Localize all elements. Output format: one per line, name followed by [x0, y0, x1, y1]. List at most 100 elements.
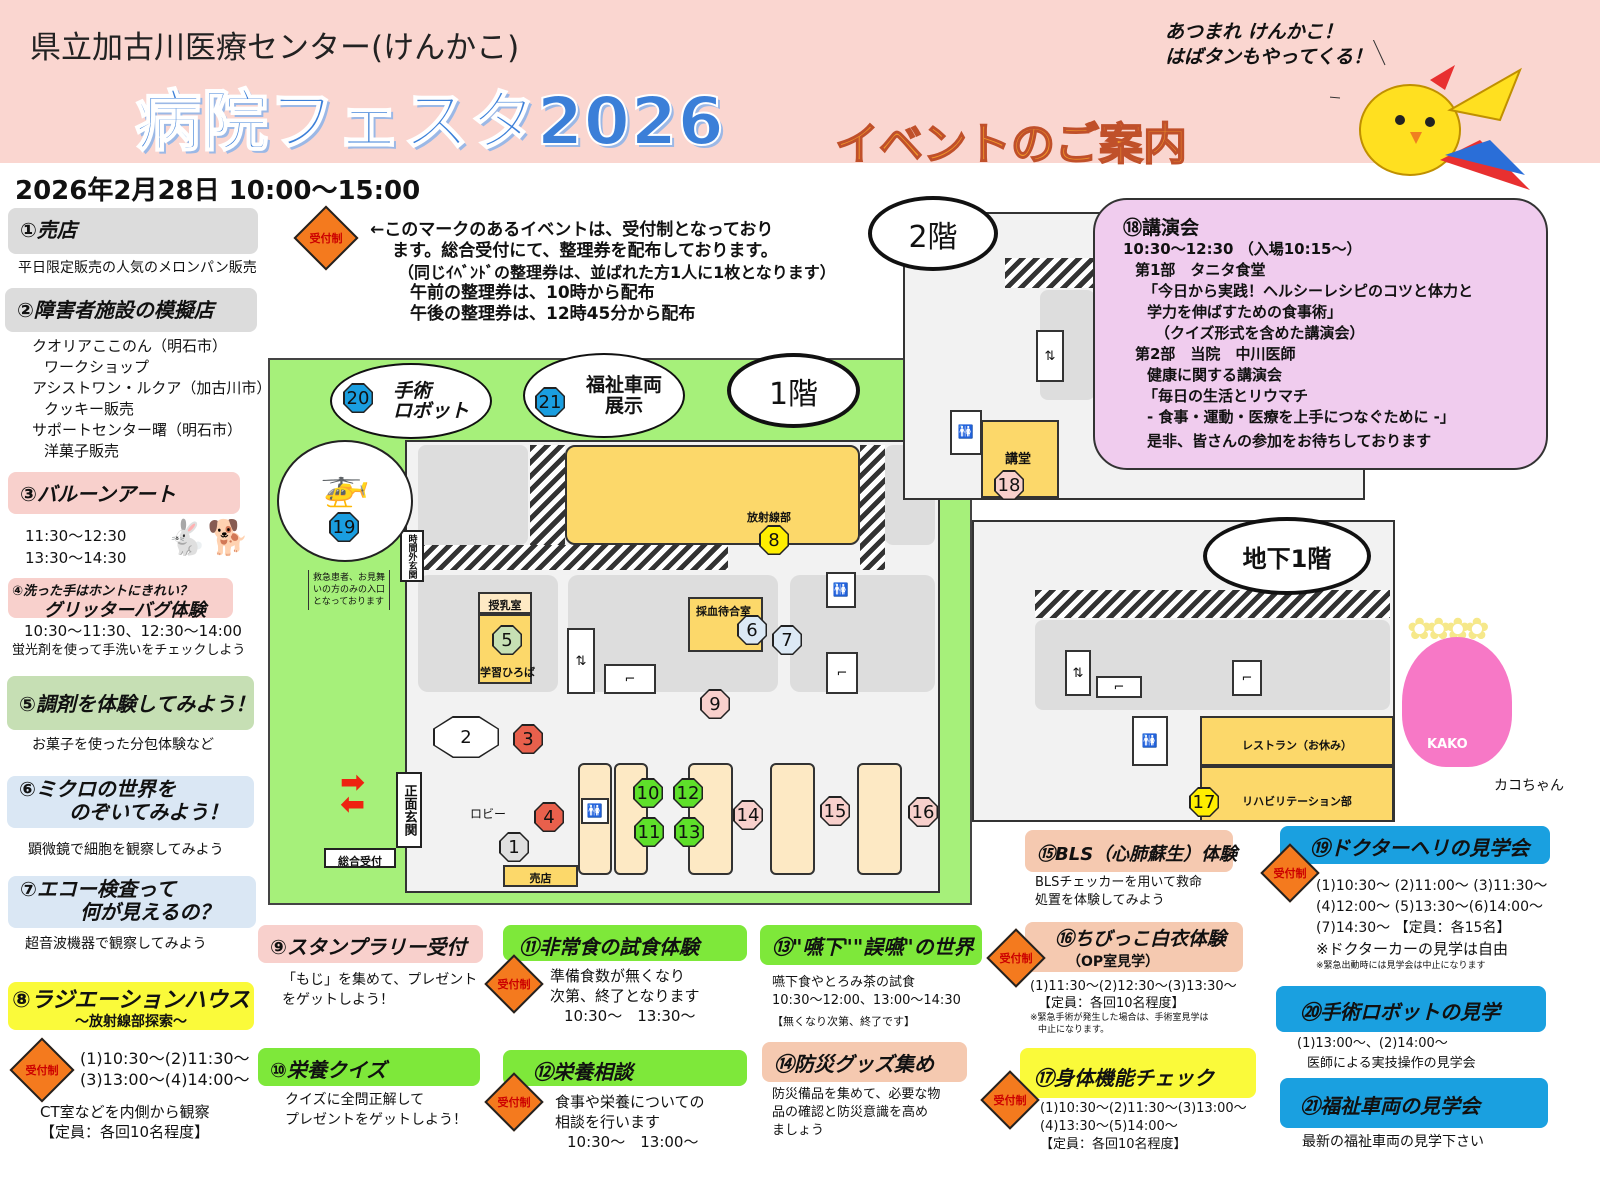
event-16-desc: (1)11:30〜(2)12:30〜(3)13:30〜【定員：各回10名程度】※…: [1030, 979, 1237, 1035]
mascot-name: カコちゃん: [1494, 778, 1564, 794]
map-marker-19: 19: [329, 512, 359, 542]
helicopter-icon: 🚁: [277, 440, 413, 562]
room-radiology: 放射線部: [565, 445, 860, 545]
event-10-desc: クイズに全問正解してプレゼントをゲットしよう！: [285, 1092, 467, 1128]
hatched-area: [1035, 590, 1390, 618]
event-date: 2026年2月28日 10:00〜15:00: [15, 176, 421, 206]
event-10-title: ⑩栄養クイズ: [258, 1048, 480, 1086]
event-17-title: ⑰身体機能チェック: [1020, 1048, 1256, 1098]
event-19-title: ⑲ドクターヘリの見学会: [1280, 826, 1550, 864]
map-marker-2: 2: [433, 716, 499, 758]
stairs-icon: ⌐: [1096, 676, 1142, 698]
stairs-icon: ⌐: [604, 664, 656, 694]
event-18-panel: ⑱講演会 10:30〜12:30 （入場10:15〜）第1部 タニタ食堂「今日か…: [1093, 198, 1548, 470]
area-block: [1035, 620, 1390, 710]
event-21-title: ㉑福祉車両の見学会: [1280, 1078, 1548, 1128]
event-7-desc: 超音波機器で観察してみよう: [25, 936, 207, 952]
stairs-icon: ⌐: [1232, 660, 1262, 696]
room-nursing: 授乳室: [478, 592, 532, 614]
event-15-desc: BLSチェッカーを用いて救命処置を体験してみよう: [1035, 875, 1203, 908]
map-marker-12: 12: [673, 778, 703, 808]
booth: [770, 763, 815, 875]
event-guide-heading: イベントのご案内: [834, 118, 1188, 171]
event-9-title: ⑨スタンプラリー受付: [258, 925, 483, 963]
restroom-icon: 🚻: [581, 798, 609, 824]
map-marker-20: 20: [343, 383, 373, 413]
event-20-title: ⑳手術ロボットの見学: [1276, 986, 1546, 1032]
room-restaurant: レストラン（お休み）: [1200, 716, 1394, 766]
restroom-icon: 🚻: [826, 572, 856, 608]
event-13-title: ⑬"嚥下""誤嚥"の世界: [760, 925, 982, 965]
main-entrance: 正面玄関: [396, 772, 422, 848]
event-12-title: ⑫栄養相談: [503, 1050, 747, 1086]
event-1-desc: 平日限定販売の人気のメロンパン販売: [18, 260, 257, 276]
bird-mascot-icon: [1330, 40, 1530, 190]
reception-mark-icon: 受付制: [486, 956, 542, 1012]
map-marker-6: 6: [737, 615, 767, 645]
booth: [857, 763, 902, 875]
event-6-desc: 顕微鏡で細胞を観察してみよう: [28, 842, 224, 858]
map-marker-8: 8: [759, 525, 789, 555]
event-1-title: ①売店: [8, 208, 258, 254]
reception-notice: ←このマークのあるイベントは、受付制となっております。総合受付にて、整理券を配布…: [370, 220, 836, 324]
general-reception: 総合受付: [324, 848, 396, 868]
room-shop: 売店: [503, 865, 578, 887]
event-5-desc: お菓子を使った分包体験など: [32, 737, 214, 753]
hatched-area: [530, 445, 565, 545]
hatched-area: [860, 445, 885, 570]
map-marker-14: 14: [733, 800, 763, 830]
header-band: [0, 0, 1600, 163]
kako-mascot-icon: ✿✿✿✿ KAKO: [1402, 612, 1522, 772]
map-marker-4: 4: [534, 802, 564, 832]
floor-label-1f: 1階: [727, 353, 860, 428]
map-marker-3: 3: [513, 724, 543, 754]
restroom-icon: 🚻: [950, 410, 982, 455]
map-marker-18: 18: [994, 470, 1024, 500]
event-8-title: ⑧ラジエーションハウス〜放射線部探索〜: [8, 982, 254, 1030]
event-15-title: ⑮BLS（心肺蘇生）体験: [1025, 830, 1237, 872]
map-marker-7: 7: [772, 625, 802, 655]
event-19-desc: (1)10:30〜 (2)11:00〜 (3)11:30〜(4)12:00〜 (…: [1316, 878, 1548, 971]
map-marker-15: 15: [820, 796, 850, 826]
page-title: 病院フェスタ2026: [134, 82, 725, 161]
event-8-desc: CT室などを内側から観察【定員：各回10名程度】: [40, 1103, 210, 1141]
event-20-desc: (1)13:00〜、(2)14:00〜医師による実技操作の見学会: [1297, 1036, 1476, 1071]
event-9-desc: 「もじ」を集めて、プレゼントをゲットしよう！: [282, 972, 478, 1008]
event-4-title: ④洗った手はホントにきれい？ グリッターバグ体験: [8, 578, 233, 621]
hatched-area: [1005, 258, 1095, 288]
event-7-title: ⑦エコー検査って何が見えるの？: [8, 876, 256, 928]
restroom-icon: 🚻: [1132, 716, 1168, 766]
elevator-icon: ⇅: [1036, 330, 1064, 382]
entrance-arrows-icon: ➡⬅: [340, 765, 366, 822]
hatched-area: [418, 545, 728, 570]
event-3-title: ③バルーンアート: [8, 472, 240, 514]
event-6-title: ⑥ミクロの世界をのぞいてみよう！: [7, 776, 254, 828]
event-8-times: (1)10:30〜(2)11:30〜(3)13:00〜(4)14:00〜: [80, 1049, 250, 1089]
balloon-animal-icon: 🐇🐕: [165, 518, 250, 558]
floor-label-b1: 地下1階: [1203, 517, 1371, 595]
map-marker-10: 10: [633, 778, 663, 808]
hospital-name: 県立加古川医療センター(けんかこ): [30, 30, 520, 66]
reception-mark-icon: 受付制: [988, 930, 1044, 986]
map-marker-16: 16: [908, 797, 938, 827]
map-marker-5: 5: [492, 625, 522, 655]
reception-mark-icon: 受付制: [1262, 845, 1318, 901]
event-5-title: ⑤調剤を体験してみよう！: [7, 676, 255, 730]
elevator-icon: ⇅: [1065, 650, 1091, 696]
mascot-speech: あつまれ けんかこ！はばタンもやってくる！: [1165, 21, 1373, 68]
lobby-label: ロビー: [470, 807, 507, 821]
map-marker-11: 11: [634, 817, 664, 847]
event-16-title: ⑯ちびっこ白衣体験（OP室見学）: [1025, 922, 1243, 972]
emergency-entrance-note: 救急患者、お見舞いの方のみの入口となっております: [308, 570, 391, 610]
map-marker-17: 17: [1189, 787, 1219, 817]
reception-mark-icon: 受付制: [486, 1074, 542, 1130]
event-11-title: ⑪非常食の試食体験: [503, 925, 747, 961]
event-17-desc: (1)10:30〜(2)11:30〜(3)13:00〜(4)13:30〜(5)1…: [1040, 1101, 1247, 1152]
event-21-desc: 最新の福祉車両の見学下さい: [1302, 1134, 1484, 1150]
map-marker-21: 21: [535, 387, 565, 417]
